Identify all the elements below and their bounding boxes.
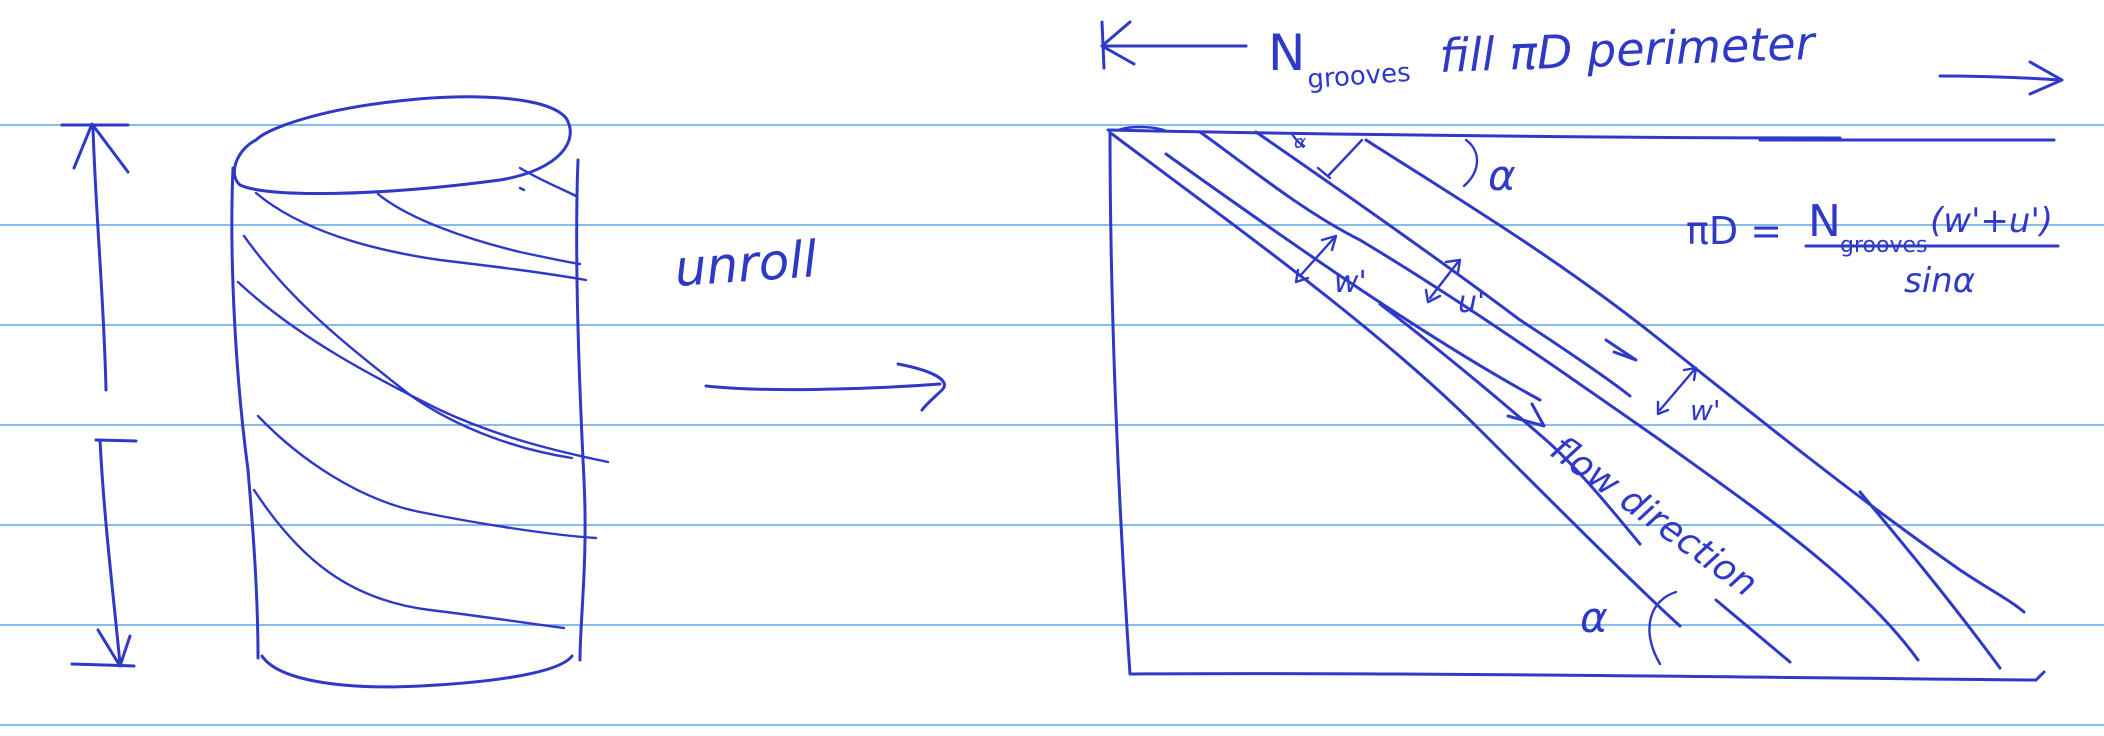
land-width-marker xyxy=(1428,260,1460,300)
groove-line-3 xyxy=(1198,130,1920,662)
groove-line-4 xyxy=(1254,130,1632,398)
unrolled-sheet xyxy=(1106,125,2056,682)
groove-width-label: w' xyxy=(1334,265,1367,300)
flow-arrows xyxy=(1506,338,1638,428)
perimeter-label-text: fill πD perimeter xyxy=(1438,16,1818,83)
groove-width-marker-2 xyxy=(1658,368,1696,412)
cylinder-bottom xyxy=(260,654,574,689)
groove-line-5 xyxy=(1364,138,2026,614)
groove-line-1b xyxy=(1714,598,1792,664)
perimeter-label-symbol: N xyxy=(1268,24,1305,82)
sheet-top-edge xyxy=(1106,128,1842,140)
angle-arc-bottom xyxy=(1648,590,1678,666)
cylinder-groove-7 xyxy=(252,488,566,630)
groove-line-2 xyxy=(1164,152,1542,402)
angle-arc-top xyxy=(1462,138,1479,188)
unroll-label: unroll xyxy=(673,230,819,298)
land-width-label: u' xyxy=(1458,285,1485,320)
height-dimension-arrow xyxy=(60,122,138,668)
groove-line-1 xyxy=(1110,132,1682,628)
sheet-left-edge xyxy=(1108,130,1132,676)
cylinder-right-side xyxy=(575,158,587,662)
cylinder-groove-1 xyxy=(254,191,588,282)
groove-line-6 xyxy=(1858,490,2002,670)
cylinder-groove-3 xyxy=(518,166,578,198)
sheet-corner-mark xyxy=(1116,125,1166,132)
angle-label-small: α xyxy=(1294,132,1306,153)
flow-direction-label: flow direction xyxy=(1543,428,1765,605)
sheet-bottom-edge xyxy=(1130,672,2038,682)
cylinder-top-ellipse xyxy=(232,95,572,195)
unroll-arrow xyxy=(704,362,946,412)
width-markers xyxy=(1294,138,1698,416)
groove-line-7 xyxy=(1378,302,1642,546)
unrolled-grooves xyxy=(1110,130,2026,670)
equation-n: N xyxy=(1808,196,1841,247)
angle-arcs xyxy=(1290,132,1678,666)
angle-arc-small xyxy=(1290,132,1306,148)
cylinder-groove-2 xyxy=(376,192,582,266)
groove-width-marker xyxy=(1298,236,1336,278)
equation-denominator: sinα xyxy=(1904,261,1975,301)
cylinder-left-side xyxy=(230,166,260,660)
angle-label-top: α xyxy=(1488,151,1516,200)
equation-lhs: πD = xyxy=(1686,209,1782,253)
perimeter-label-subscript: grooves xyxy=(1306,58,1411,95)
equation-numerator: (w'+u') xyxy=(1930,201,2053,241)
groove-width-label-2: w' xyxy=(1690,394,1721,427)
perimeter-dimension-arrow xyxy=(1100,20,2064,96)
cylinder-groove-5 xyxy=(236,280,610,464)
angle-label-bottom: α xyxy=(1580,593,1608,642)
ruled-lines xyxy=(0,124,2104,726)
cylinder-groove-6 xyxy=(256,414,598,540)
cylinder xyxy=(230,95,610,689)
top-width-marker xyxy=(1326,138,1364,178)
sheet-bottom-right-tick xyxy=(2034,670,2046,682)
cylinder-groove-stub xyxy=(518,186,526,192)
